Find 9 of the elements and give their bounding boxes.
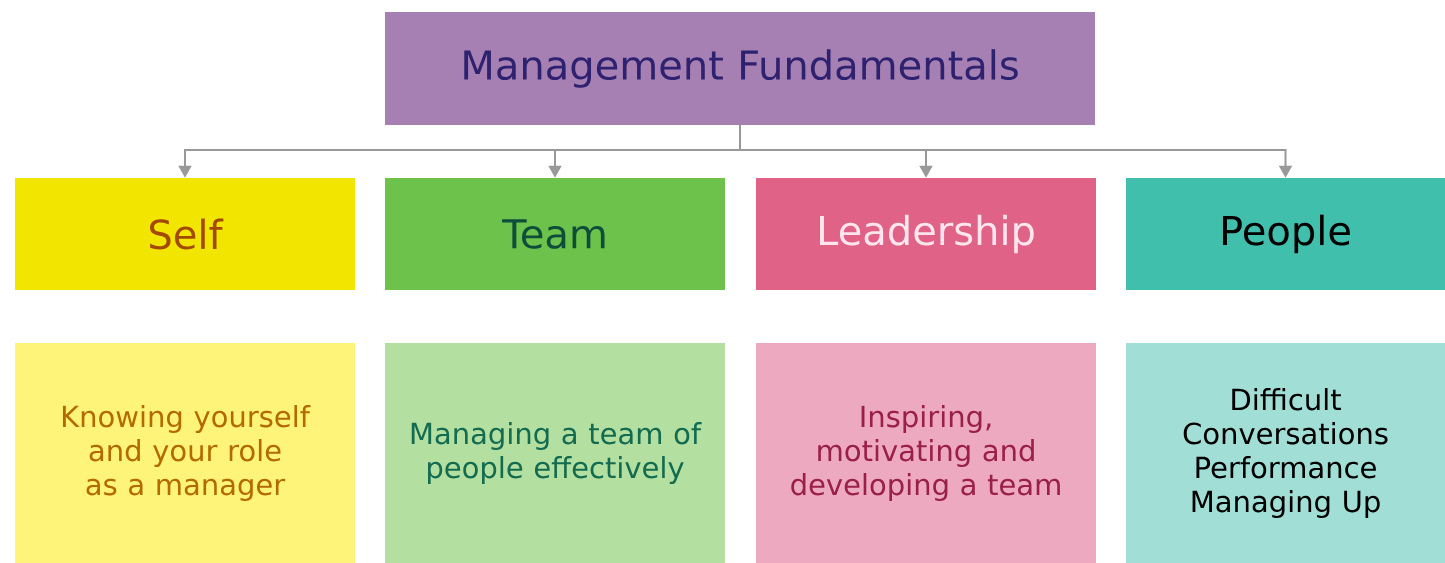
category-box: People [1126, 178, 1445, 290]
description-box: Inspiring, motivating and developing a team [756, 343, 1096, 563]
description-box: Knowing yourself and your role as a manager [15, 343, 355, 563]
category-box: Team [385, 178, 725, 290]
title-box: Management Fundamentals [385, 12, 1095, 125]
category-box: Self [15, 178, 355, 290]
category-box: Leadership [756, 178, 1096, 290]
description-box: Difficult Conversations Performance Managing Up [1126, 343, 1445, 563]
description-box: Managing a team of people effectively [385, 343, 725, 563]
